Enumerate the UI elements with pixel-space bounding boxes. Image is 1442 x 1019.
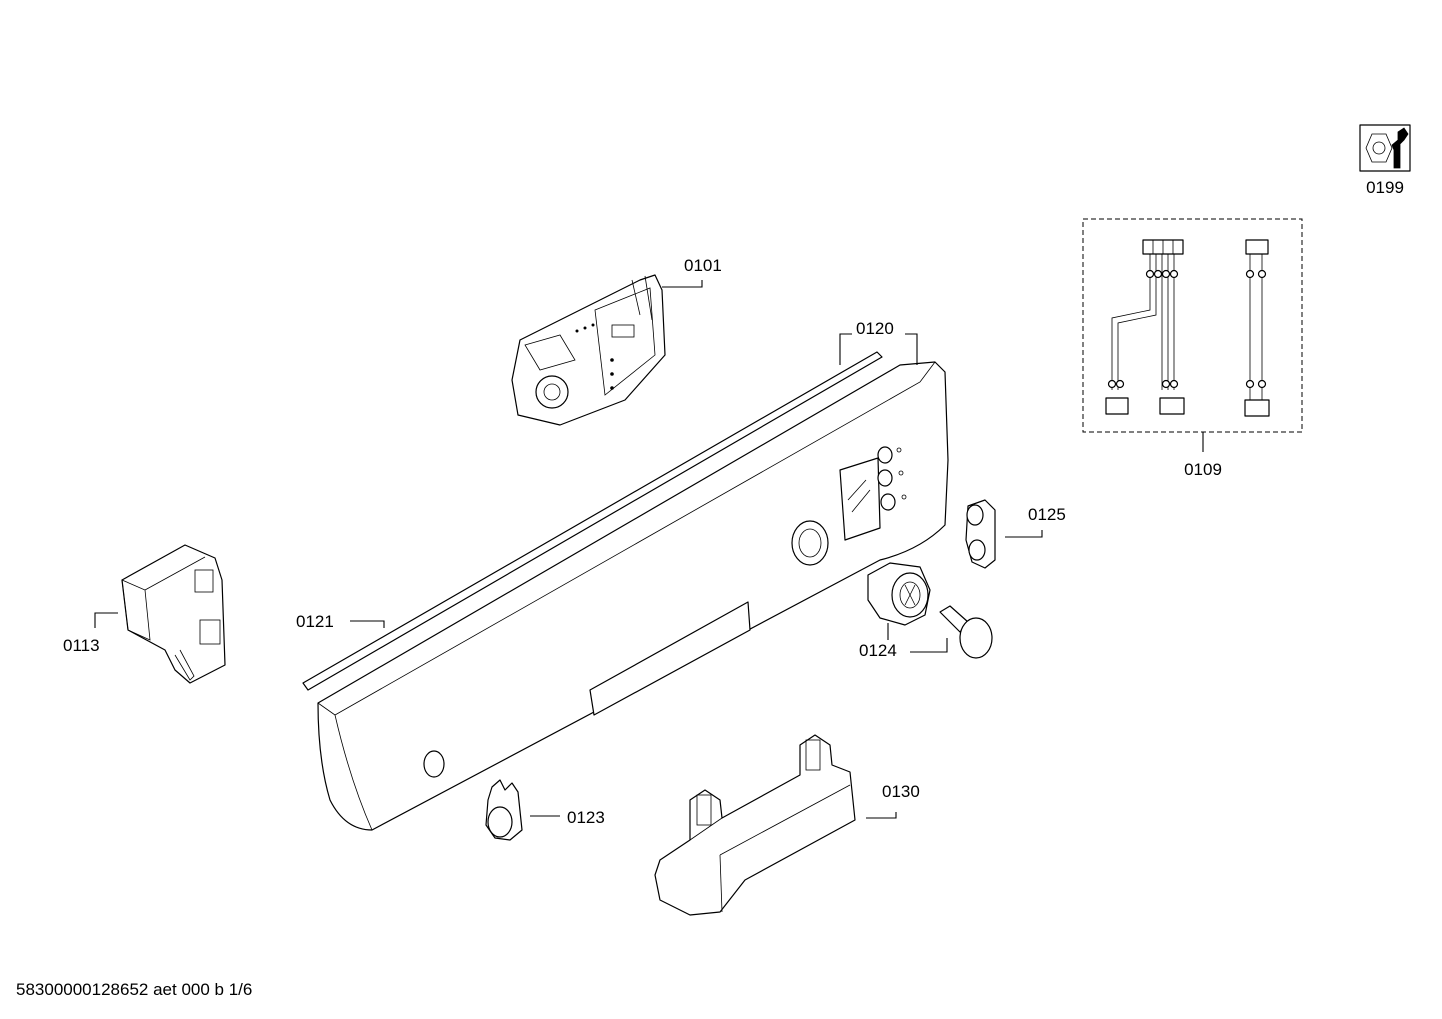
part-label-0123: 0123 (567, 808, 605, 827)
wiring-harness (1082, 218, 1303, 433)
control-panel (317, 361, 949, 831)
part-label-0101: 0101 (684, 256, 722, 275)
small-button (485, 779, 523, 841)
part-label-0130: 0130 (882, 782, 920, 801)
knob-button (939, 605, 993, 659)
tool-icon (1359, 124, 1411, 172)
document-footer: 58300000128652 aet 000 b 1/6 (16, 980, 253, 999)
switch-component (121, 544, 226, 684)
part-label-0121: 0121 (296, 612, 334, 631)
part-label-0124: 0124 (859, 641, 897, 660)
rotary-knob (867, 562, 931, 626)
bottom-cover (654, 734, 856, 916)
push-button (965, 499, 996, 569)
seal-strip (302, 351, 883, 691)
part-label-0199: 0199 (1366, 178, 1404, 197)
part-label-0113: 0113 (63, 636, 100, 655)
part-label-0125: 0125 (1028, 505, 1066, 524)
electronic-module (511, 274, 666, 426)
part-label-0120: 0120 (856, 319, 894, 338)
part-label-0109: 0109 (1184, 460, 1222, 479)
